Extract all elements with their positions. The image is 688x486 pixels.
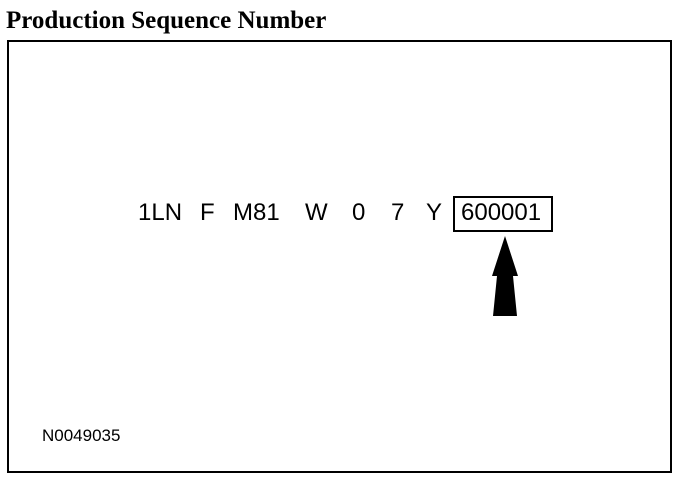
sequence-number-box: [453, 196, 553, 232]
vin-engine: W: [305, 199, 328, 226]
vin-check-digit: 0: [352, 199, 366, 226]
vin-line-series-body: M81: [233, 199, 280, 226]
up-arrow-icon: [492, 236, 518, 316]
reference-code: N0049035: [42, 426, 121, 445]
vin-model-year: 7: [391, 199, 405, 226]
vin-plant: Y: [426, 199, 443, 226]
diagram-title: Production Sequence Number: [6, 7, 327, 34]
diagram-frame: [7, 40, 672, 473]
vin-sequence-number: 600001: [461, 199, 542, 226]
vin-restraint: F: [200, 199, 215, 226]
vin-wmi: 1LN: [138, 199, 183, 226]
up-arrow-shape: [492, 236, 518, 316]
